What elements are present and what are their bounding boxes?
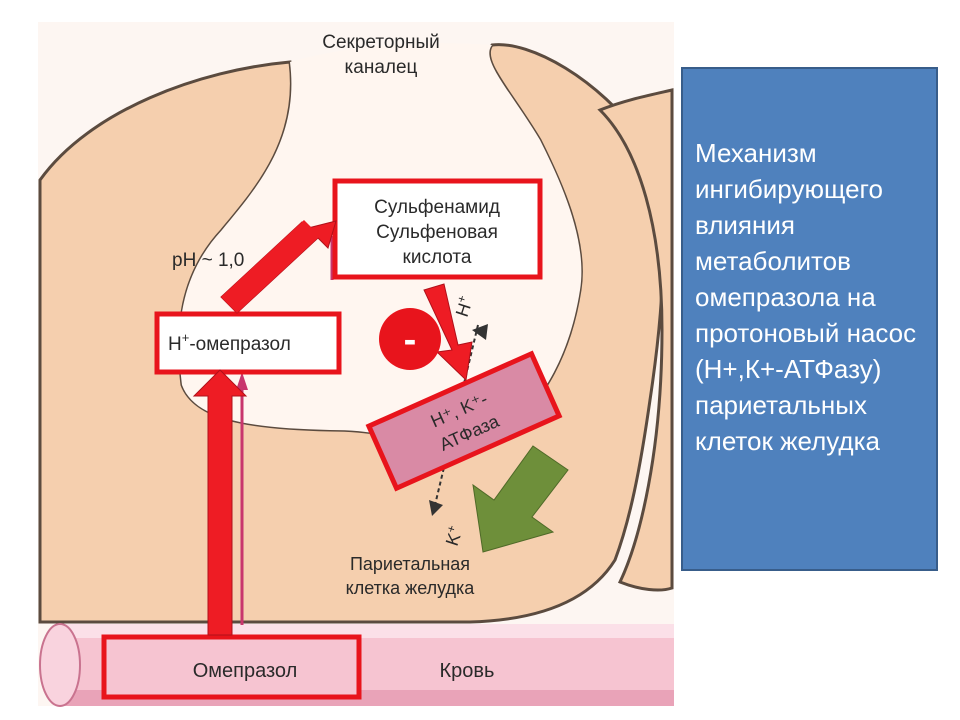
k-ion-label: K+ — [440, 523, 467, 548]
sulfenamide-label-3: кислота — [403, 247, 472, 268]
h-omeprazole-label: H+-омепразол — [168, 330, 291, 355]
description-panel: Механизм ингибирующего влияния метаболит… — [681, 67, 938, 571]
description-text: Механизм ингибирующего влияния метаболит… — [695, 138, 917, 456]
inhibition-sign: - — [404, 319, 417, 361]
transport-line-arrowhead — [236, 372, 248, 390]
red-arrow-to-atpase — [423, 283, 473, 382]
k-ion-arrowhead — [429, 500, 443, 516]
atpase-group: H⁺, K⁺- АТФаза — [365, 350, 563, 492]
ph-label: pH ~ 1,0 — [172, 250, 244, 271]
red-arrow-blood-to-cell — [192, 369, 248, 636]
cell-label-2: клетка желудка — [346, 578, 476, 598]
red-arrow-to-sulfenamide-shaft — [221, 220, 320, 313]
atpase-box — [365, 350, 563, 492]
h-ion-arrowhead — [472, 324, 488, 340]
sulfenamide-box — [332, 178, 543, 280]
cell-label-1: Париетальная — [350, 554, 470, 574]
blood-label: Кровь — [440, 660, 495, 682]
canaliculus-label-1: Секреторный — [322, 32, 440, 53]
omeprazole-label: Омепразол — [193, 660, 298, 682]
neighbor-cell — [597, 88, 674, 592]
inhibition-badge — [379, 308, 441, 370]
canaliculus-label-2: каналец — [345, 57, 418, 78]
h-omeprazole-box — [154, 311, 342, 375]
omeprazole-box — [101, 634, 362, 700]
parietal-cell-body — [38, 43, 665, 624]
h-ion-label: H+ — [450, 293, 477, 319]
sulfenamide-label-2: Сульфеновая — [376, 222, 498, 243]
sulfenamide-label-1: Сульфенамид — [374, 197, 500, 218]
green-arrow — [472, 445, 569, 553]
